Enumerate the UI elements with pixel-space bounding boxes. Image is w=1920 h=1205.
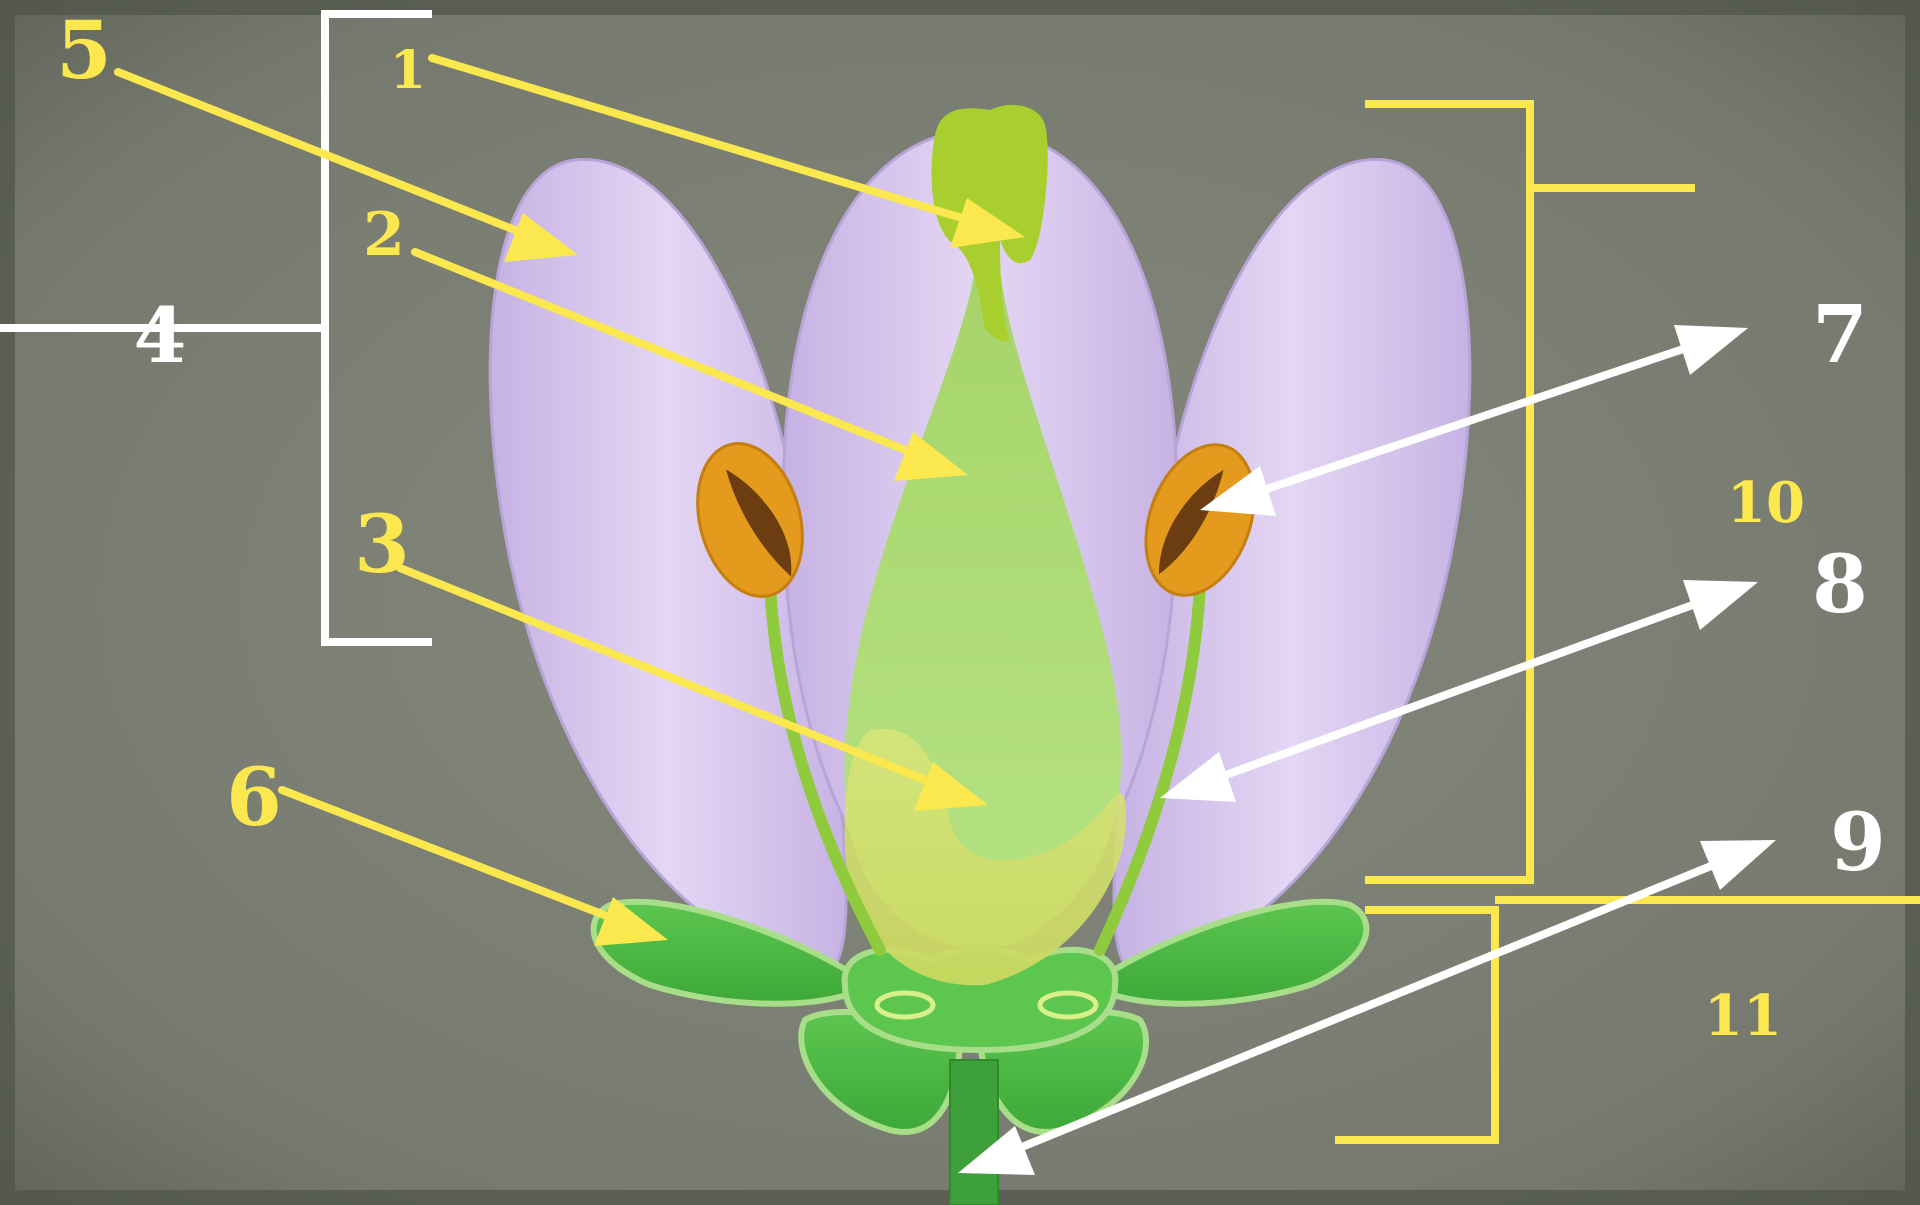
label-10: 10 [1727, 470, 1805, 536]
label-4: 4 [134, 291, 187, 380]
label-11: 11 [1704, 983, 1782, 1049]
label-8: 8 [1812, 537, 1868, 631]
label-6: 6 [226, 750, 282, 844]
label-7: 7 [1812, 287, 1868, 381]
label-3: 3 [354, 497, 410, 591]
label-5: 5 [56, 3, 112, 97]
label-9: 9 [1830, 795, 1886, 889]
stem [950, 1060, 998, 1205]
label-2: 2 [363, 200, 405, 270]
label-1: 1 [390, 40, 426, 101]
